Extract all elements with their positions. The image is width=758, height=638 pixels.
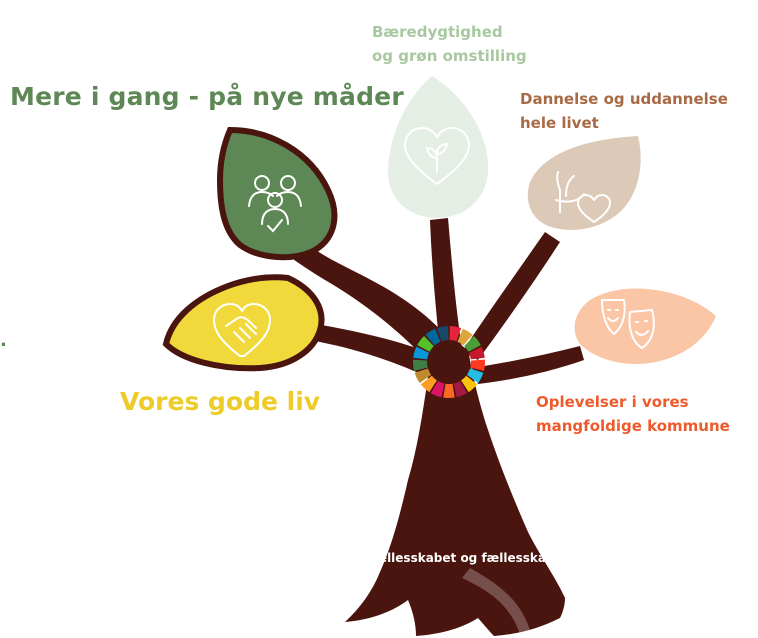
label-vores-gode-liv: Vores gode liv — [120, 387, 320, 416]
branch-opl — [472, 346, 584, 384]
leaf-vores — [166, 277, 322, 368]
leaf-opl — [575, 288, 716, 364]
label-oplevelser-line2: mangfoldige kommune — [536, 414, 730, 438]
label-baeredygtighed: Bæredygtighed og grøn omstilling — [372, 20, 527, 68]
stray-dot: . — [0, 330, 7, 351]
label-oplevelser-line1: Oplevelser i vores — [536, 390, 730, 414]
leaf-dan — [528, 136, 641, 230]
leaf-mere — [220, 130, 334, 257]
label-oplevelser: Oplevelser i vores mangfoldige kommune — [536, 390, 730, 438]
label-baeredygtighed-line1: Bæredygtighed — [372, 20, 527, 44]
label-mere-i-gang: Mere i gang - på nye måder — [10, 82, 404, 111]
leaf-dan-shape — [528, 136, 641, 230]
label-baeredygtighed-line2: og grøn omstilling — [372, 44, 527, 68]
label-dannelse-line2: hele livet — [520, 111, 728, 135]
label-faellesskabet: Fællesskabet og fællesskaber — [367, 551, 569, 565]
label-dannelse: Dannelse og uddannelse hele livet — [520, 87, 728, 135]
leaf-opl-shape — [575, 288, 716, 364]
trunk-body — [345, 350, 565, 636]
label-dannelse-line1: Dannelse og uddannelse — [520, 87, 728, 111]
sdg-wheel-center — [428, 341, 470, 383]
